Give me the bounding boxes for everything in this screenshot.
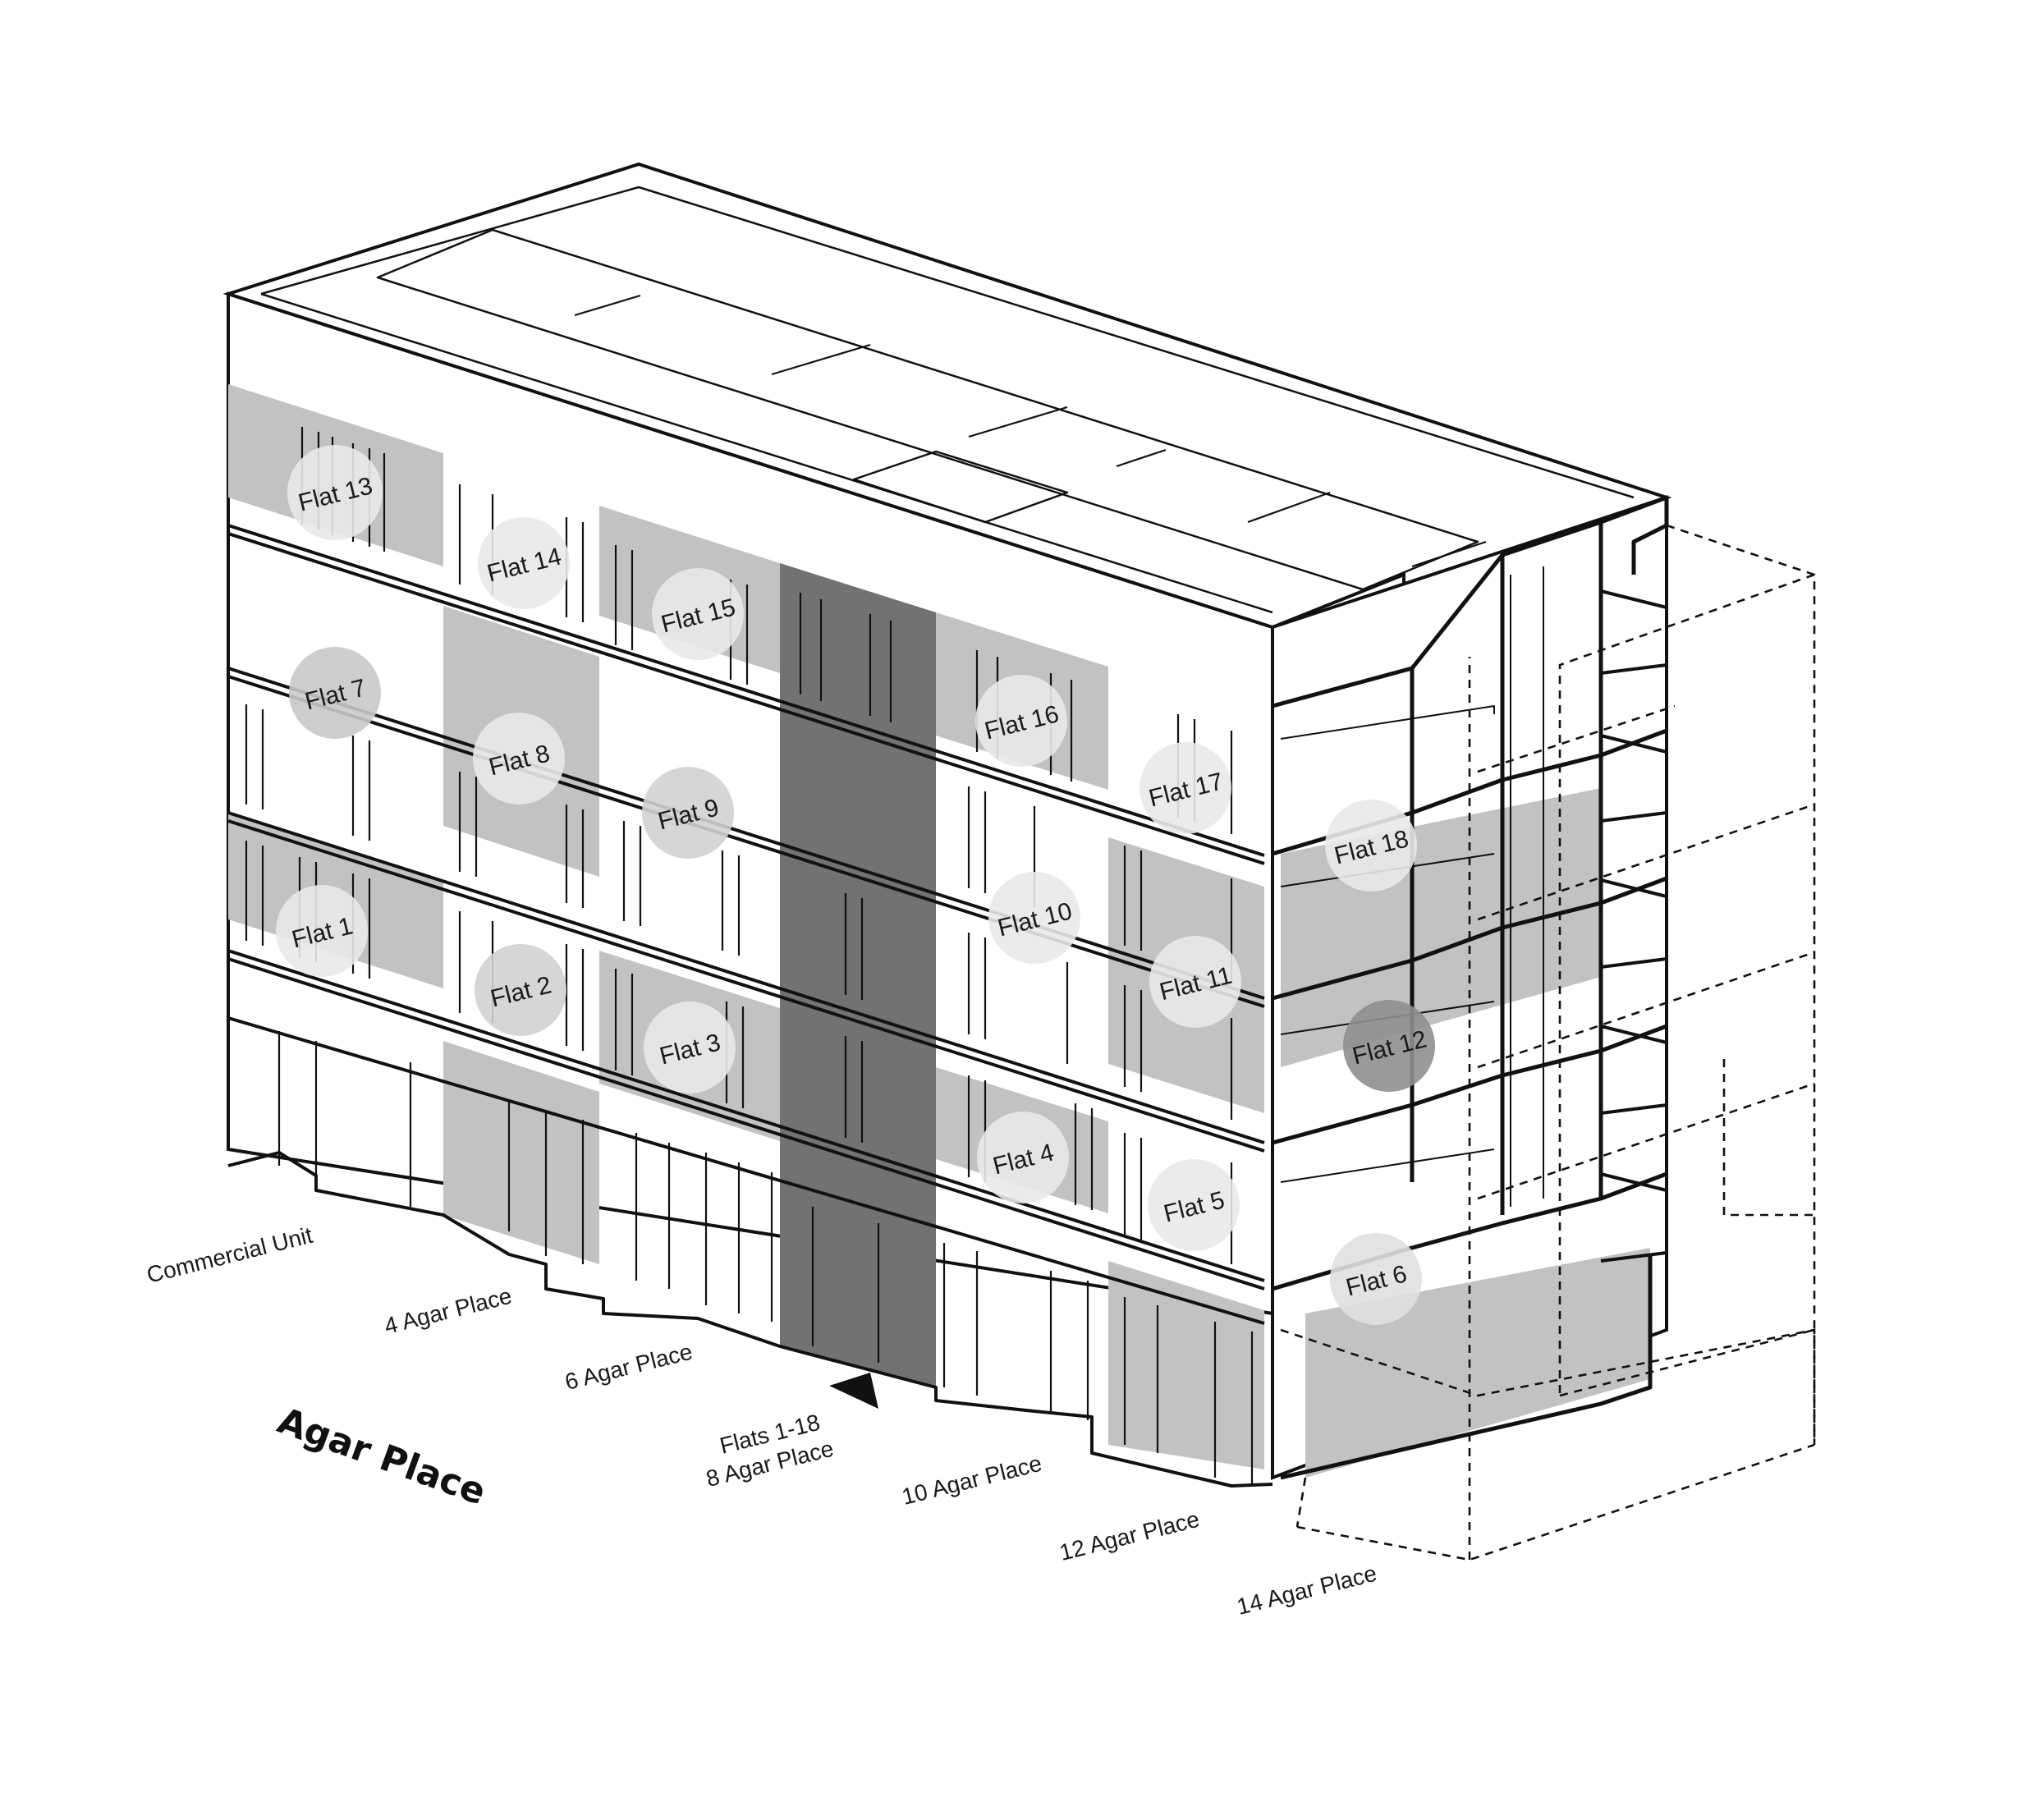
- shopfronts: [277, 1031, 1254, 1486]
- flat-marker: Flat 6: [1330, 1233, 1422, 1325]
- flat-marker: Flat 7: [289, 647, 381, 739]
- floor-lines: [227, 524, 1265, 1325]
- flat-marker: Flat 14: [478, 517, 570, 609]
- address-label: 14 Agar Place: [1234, 1561, 1379, 1620]
- flat-marker: Flat 8: [473, 713, 565, 805]
- address-label: 10 Agar Place: [899, 1451, 1044, 1510]
- flat-marker: Flat 13: [287, 445, 383, 540]
- address-label: 4 Agar Place: [382, 1283, 515, 1339]
- flat-marker: Flat 9: [642, 767, 734, 859]
- entrance-arrow-icon: [829, 1373, 878, 1409]
- address-label: Commercial Unit: [144, 1222, 315, 1288]
- flat-marker: Flat 16: [975, 675, 1067, 767]
- ground-line: [227, 1151, 1273, 1488]
- flat-marker: Flat 1: [276, 885, 368, 977]
- dashed-neighbour-outline: [1280, 524, 1816, 1561]
- flat-marker: Flat 17: [1140, 742, 1231, 834]
- flat-marker: Flat 3: [644, 1002, 736, 1093]
- address-label: 12 Agar Place: [1057, 1506, 1202, 1566]
- flat-marker: Flat 15: [652, 568, 744, 660]
- flat-marker: Flat 5: [1148, 1159, 1240, 1251]
- flat-marker: Flat 4: [977, 1112, 1069, 1203]
- flat-marker: Flat 2: [475, 944, 566, 1036]
- flat-marker: Flat 10: [988, 872, 1080, 964]
- flat-marker: Flat 12: [1343, 1000, 1435, 1092]
- street-title: Agar Place: [273, 1400, 492, 1514]
- flat-markers: Flat 13 Flat 14 Flat 15 Flat 16 Flat 17 …: [276, 445, 1435, 1325]
- flat-marker: Flat 11: [1149, 936, 1241, 1028]
- balconies: [1600, 589, 1668, 1263]
- shading-col-4-stair: [780, 563, 936, 1387]
- flat-marker: Flat 18: [1325, 800, 1417, 892]
- address-label: 6 Agar Place: [562, 1339, 695, 1395]
